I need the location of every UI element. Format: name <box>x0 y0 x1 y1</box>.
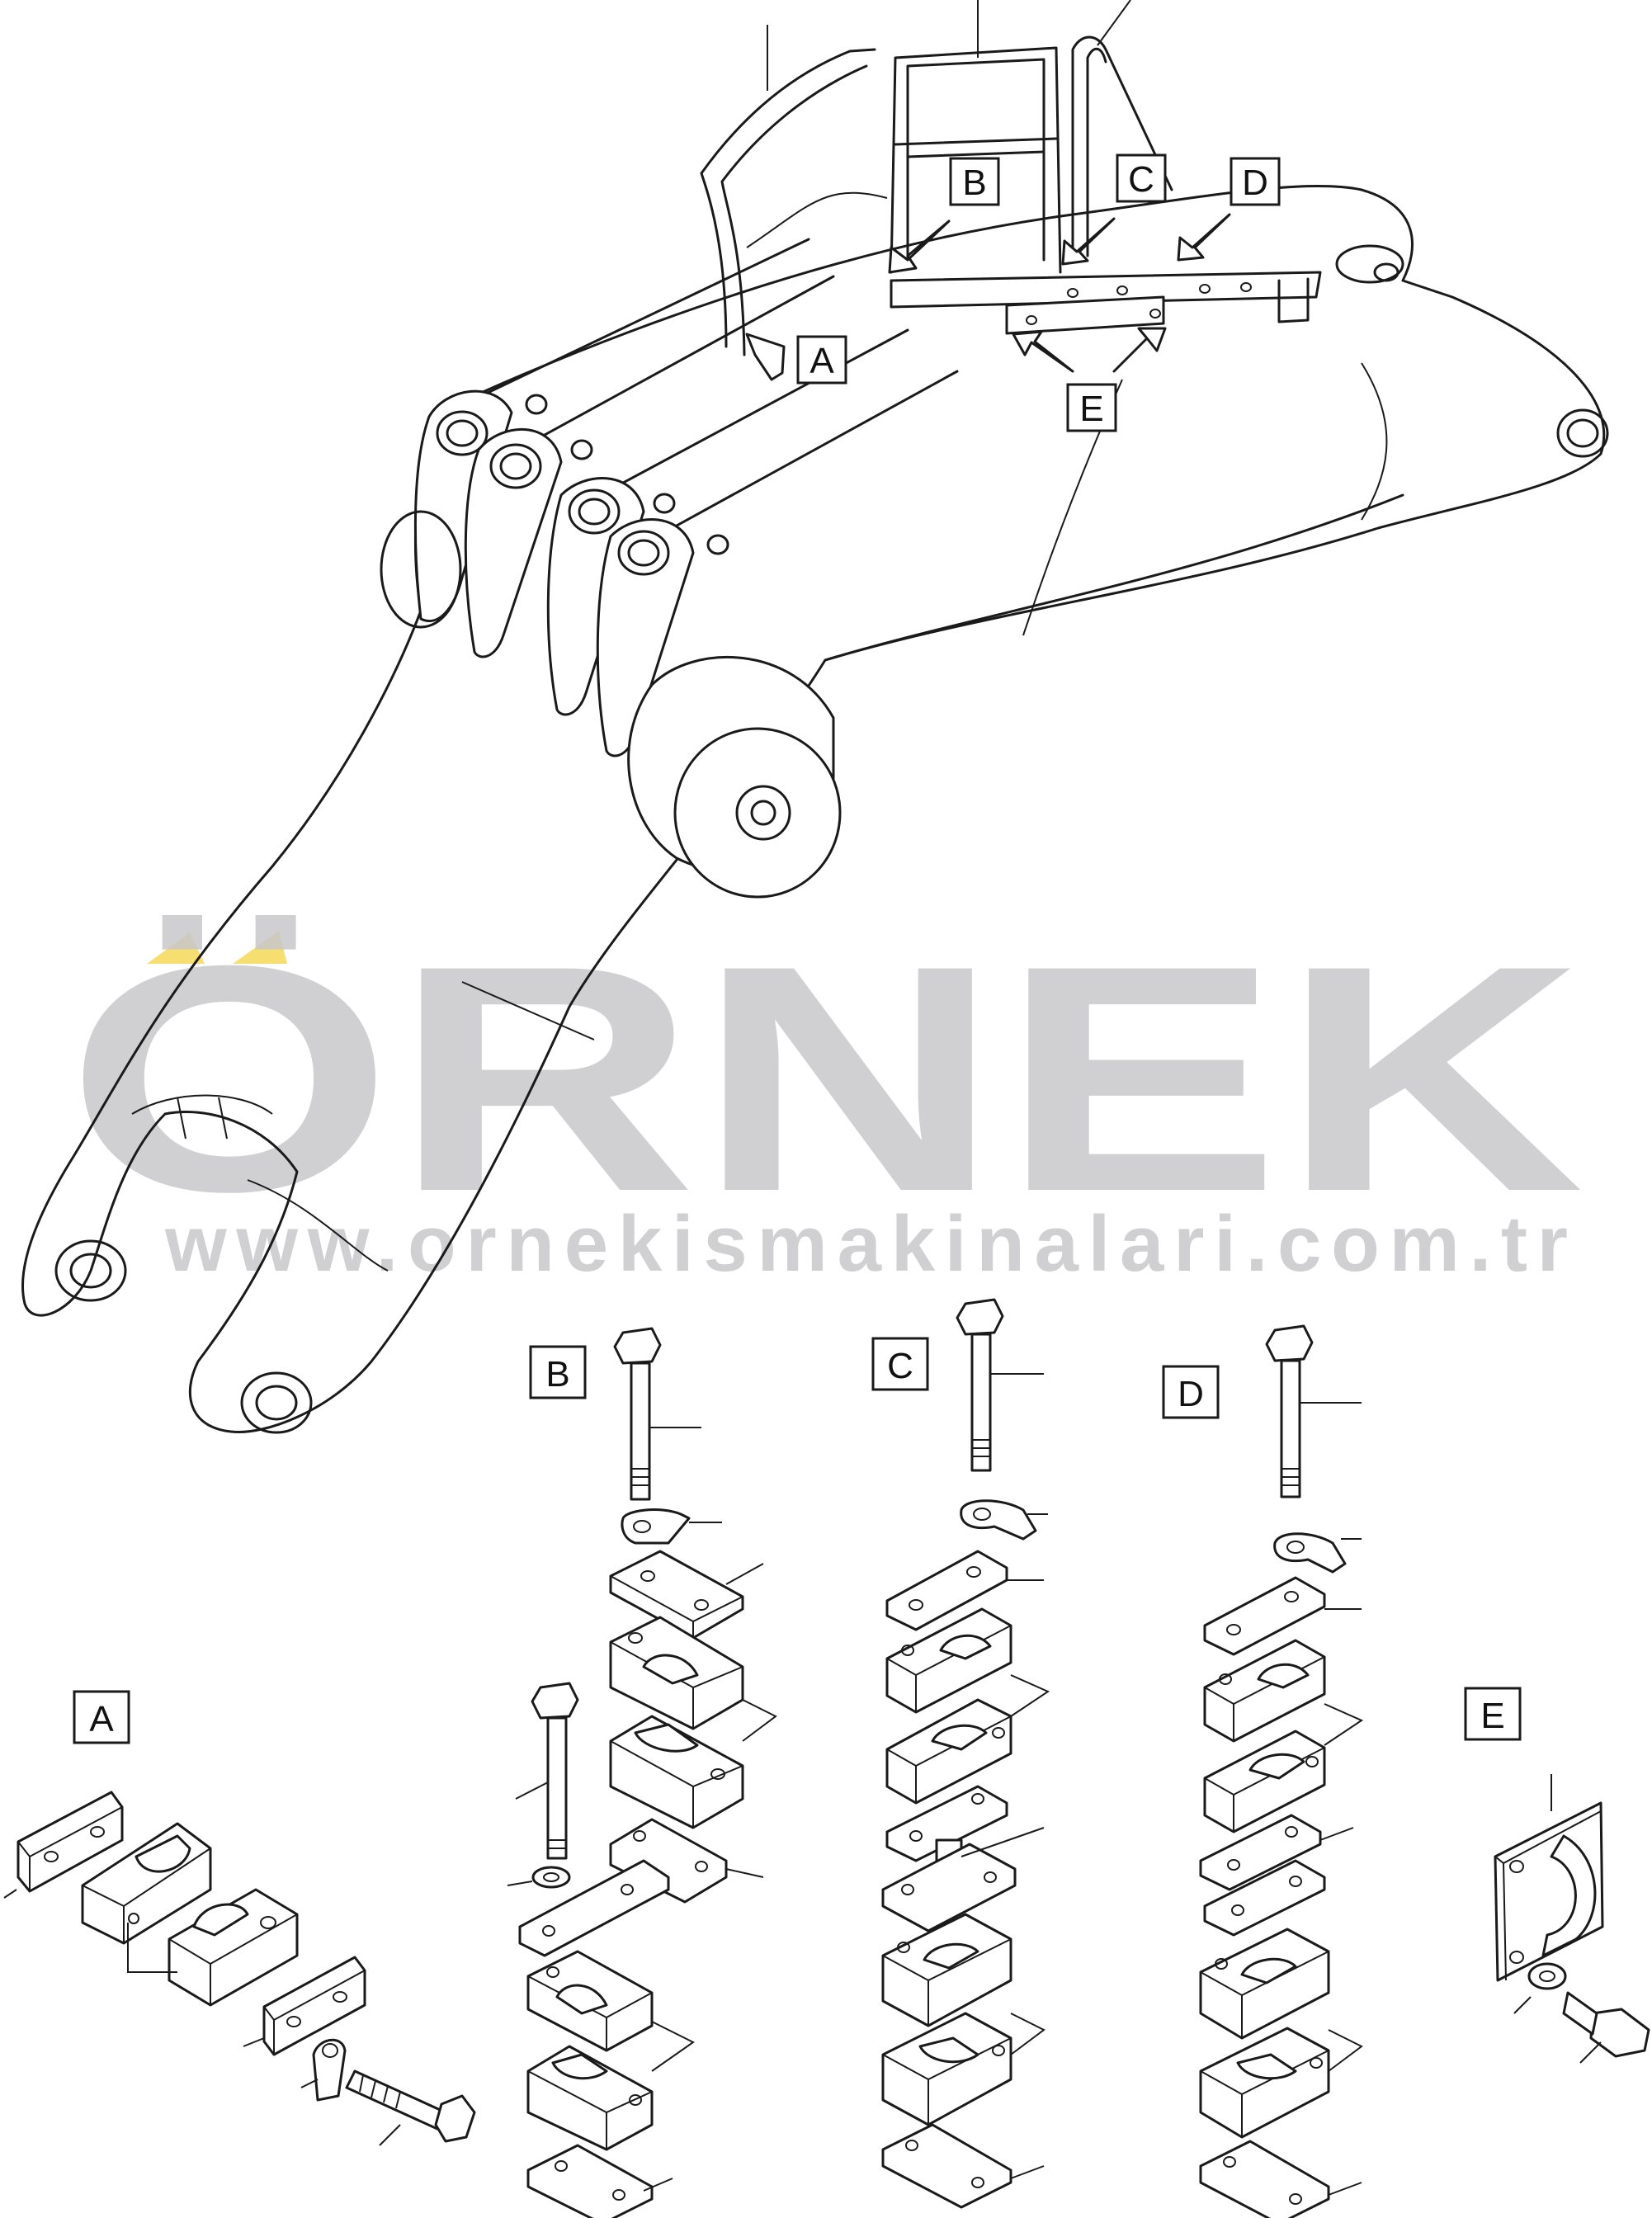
callout-label-a-top: A <box>796 335 847 385</box>
callout-text: C <box>1128 159 1154 200</box>
watermark-brand: ÖRNEK <box>66 899 1584 1258</box>
handrails <box>700 0 1173 356</box>
detail-a: A <box>3 1690 476 2146</box>
callout-label-d-top: D <box>1230 157 1281 206</box>
svg-text:D: D <box>1178 1374 1204 1414</box>
arrow-e-left <box>1012 330 1074 373</box>
detail-d: D <box>1162 1324 1364 2218</box>
detail-label-c: C <box>871 1337 929 1391</box>
svg-text:E: E <box>1480 1696 1504 1736</box>
callout-text: E <box>1079 389 1103 429</box>
detail-label-b: B <box>529 1345 587 1399</box>
detail-e: E <box>1464 1687 1650 2064</box>
callout-text: D <box>1242 163 1268 203</box>
boom-assembly <box>21 184 1609 1434</box>
detail-c: C <box>871 1298 1050 2209</box>
arrow-a <box>745 333 786 381</box>
arrow-e-right <box>1112 327 1167 373</box>
watermark-accent-left <box>147 932 205 964</box>
arrow-c <box>1061 217 1116 266</box>
detail-label-d: D <box>1162 1365 1220 1419</box>
arrow-b <box>888 219 951 274</box>
watermark: ÖRNEK www.ornekismakinalari.com.tr <box>66 899 1584 1288</box>
svg-text:B: B <box>545 1354 569 1395</box>
watermark-accent-right <box>233 931 287 964</box>
callout-arrows <box>745 213 1231 381</box>
arrow-d <box>1177 213 1231 262</box>
svg-text:C: C <box>887 1346 913 1386</box>
callout-text: B <box>962 163 986 203</box>
svg-text:A: A <box>89 1699 114 1739</box>
detail-label-e: E <box>1464 1687 1522 1741</box>
callout-label-c-top: C <box>1116 153 1167 203</box>
callout-label-e-top: E <box>1066 383 1117 432</box>
callout-text: A <box>809 341 834 381</box>
detail-b: B <box>507 1327 777 2218</box>
callout-label-b-top: B <box>949 157 1000 206</box>
detail-label-a: A <box>73 1690 130 1744</box>
hose-clamp-rail <box>890 271 1322 335</box>
